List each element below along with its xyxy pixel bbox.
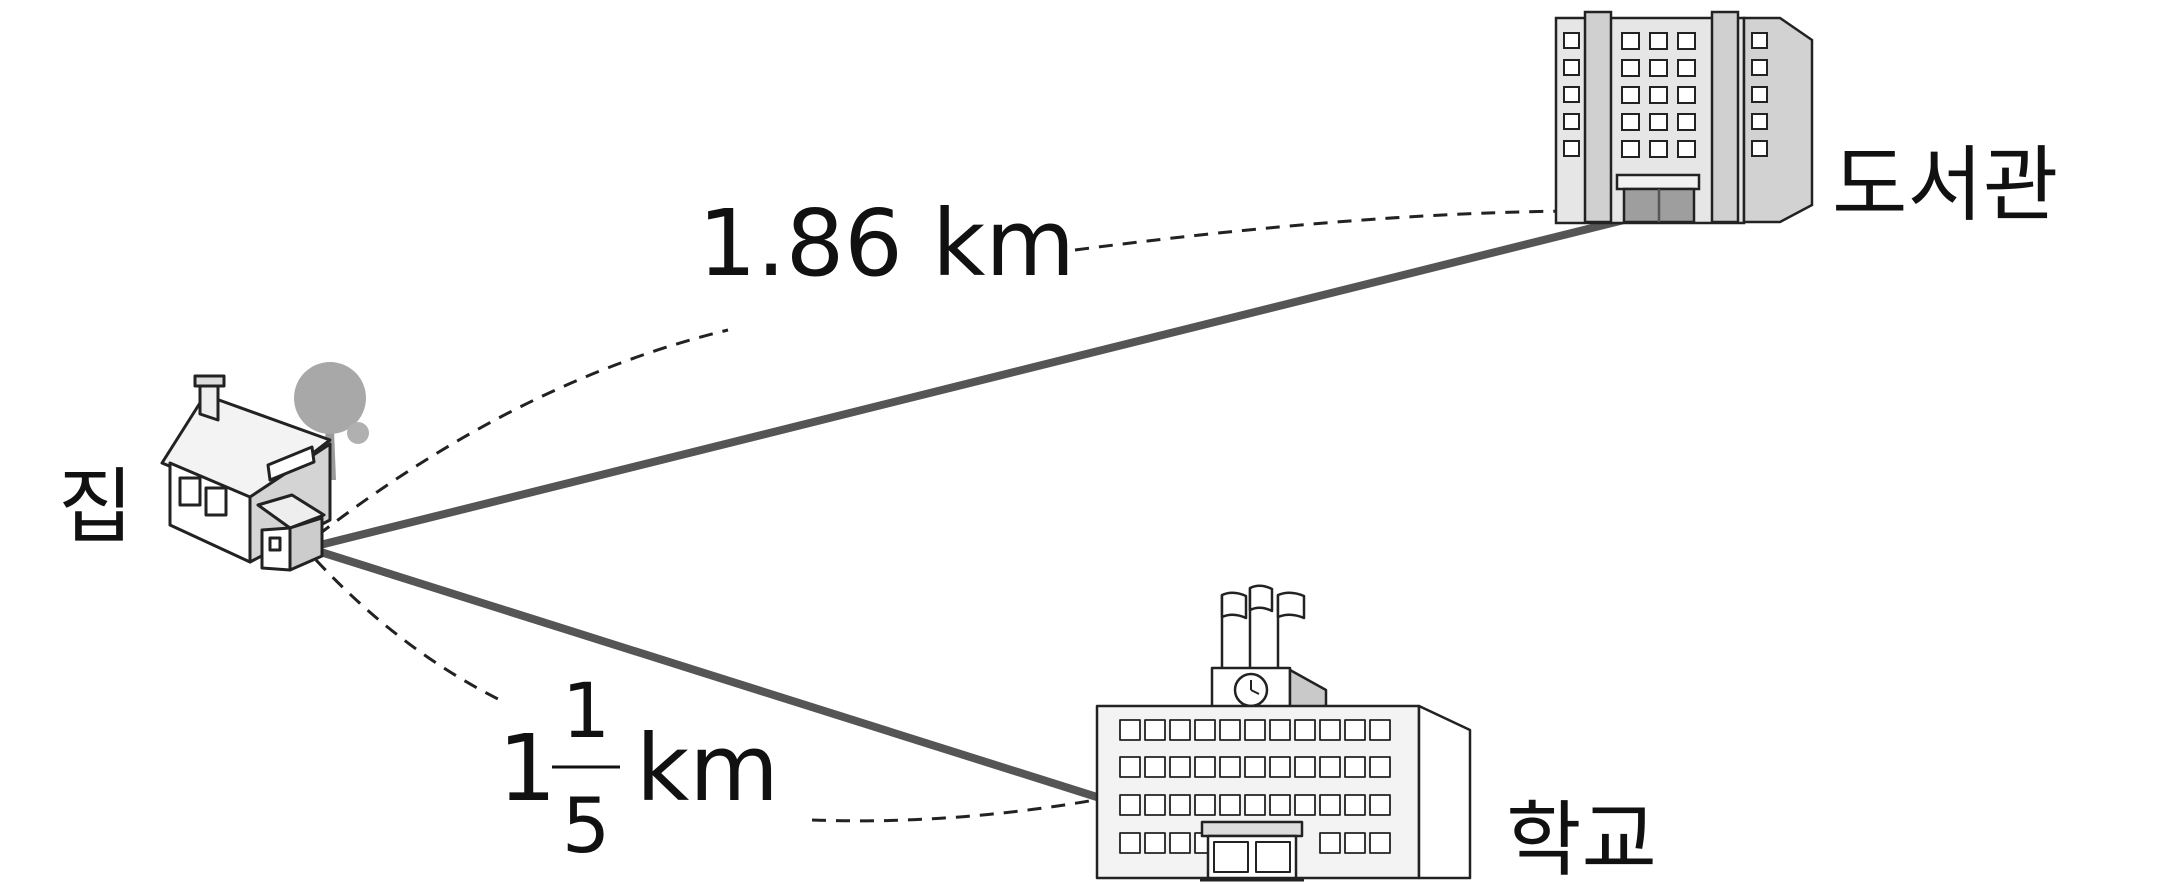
school-distance-whole: 1 [498,715,557,822]
school-building-icon [1095,584,1472,882]
school-distance-numerator: 1 [562,666,610,755]
school-label: 학교 [1506,793,1657,885]
dashed-arc-school [314,558,1096,823]
home-label: 집 [58,460,133,555]
route-home-to-school [304,544,1104,802]
school-distance-label: 1 1 5 km [498,666,779,870]
school-distance-denominator: 5 [562,781,610,870]
library-distance-label: 1.86 km [698,190,1075,297]
library-label: 도서관 [1832,138,2058,233]
house-icon [160,362,369,572]
school-distance-unit: km [636,715,779,822]
office-building-icon [1554,10,1814,225]
route-home-to-library [304,212,1644,552]
